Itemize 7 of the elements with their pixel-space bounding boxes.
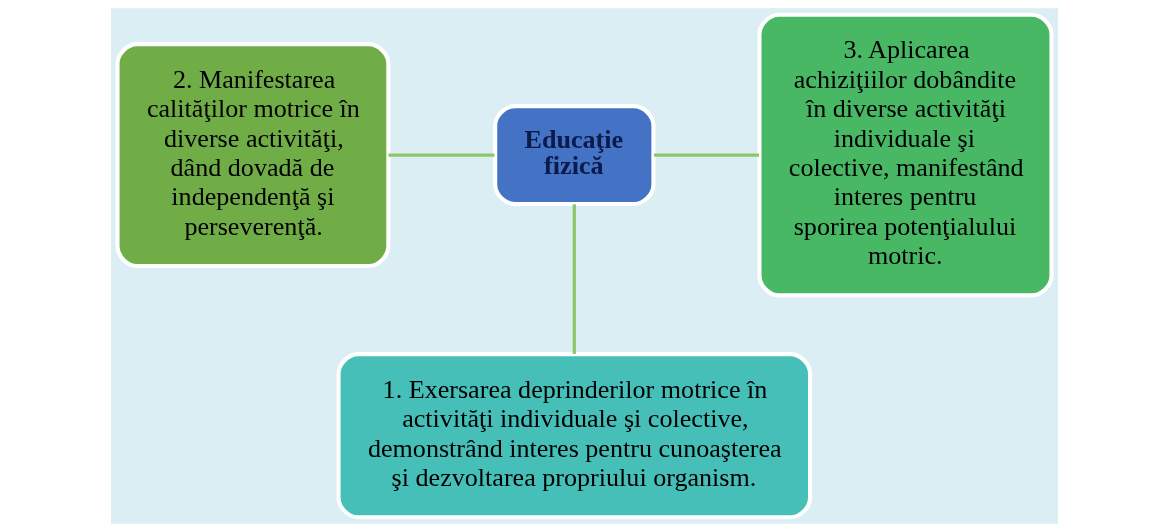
node-box: Educaţie fizică (493, 104, 656, 207)
node-box: 3. Aplicarea achiziţiilor dobândite în diverse activităţi individuale şi colective, manifestând interes pentru sporirea potenţialului motric. (757, 12, 1054, 298)
connector (388, 153, 495, 157)
connector (572, 204, 576, 354)
connector (653, 153, 759, 157)
node-box: 2. Manifestarea calităţilor motrice în diverse activităţi, dând dovadă de independenţă şi perseverenţă. (115, 42, 391, 269)
node-box: 1. Exersarea deprinderilor motrice în activităţi individuale şi colective, demonstrând interes pentru cunoaşterea şi dezvoltarea propriului organism. (336, 352, 813, 520)
